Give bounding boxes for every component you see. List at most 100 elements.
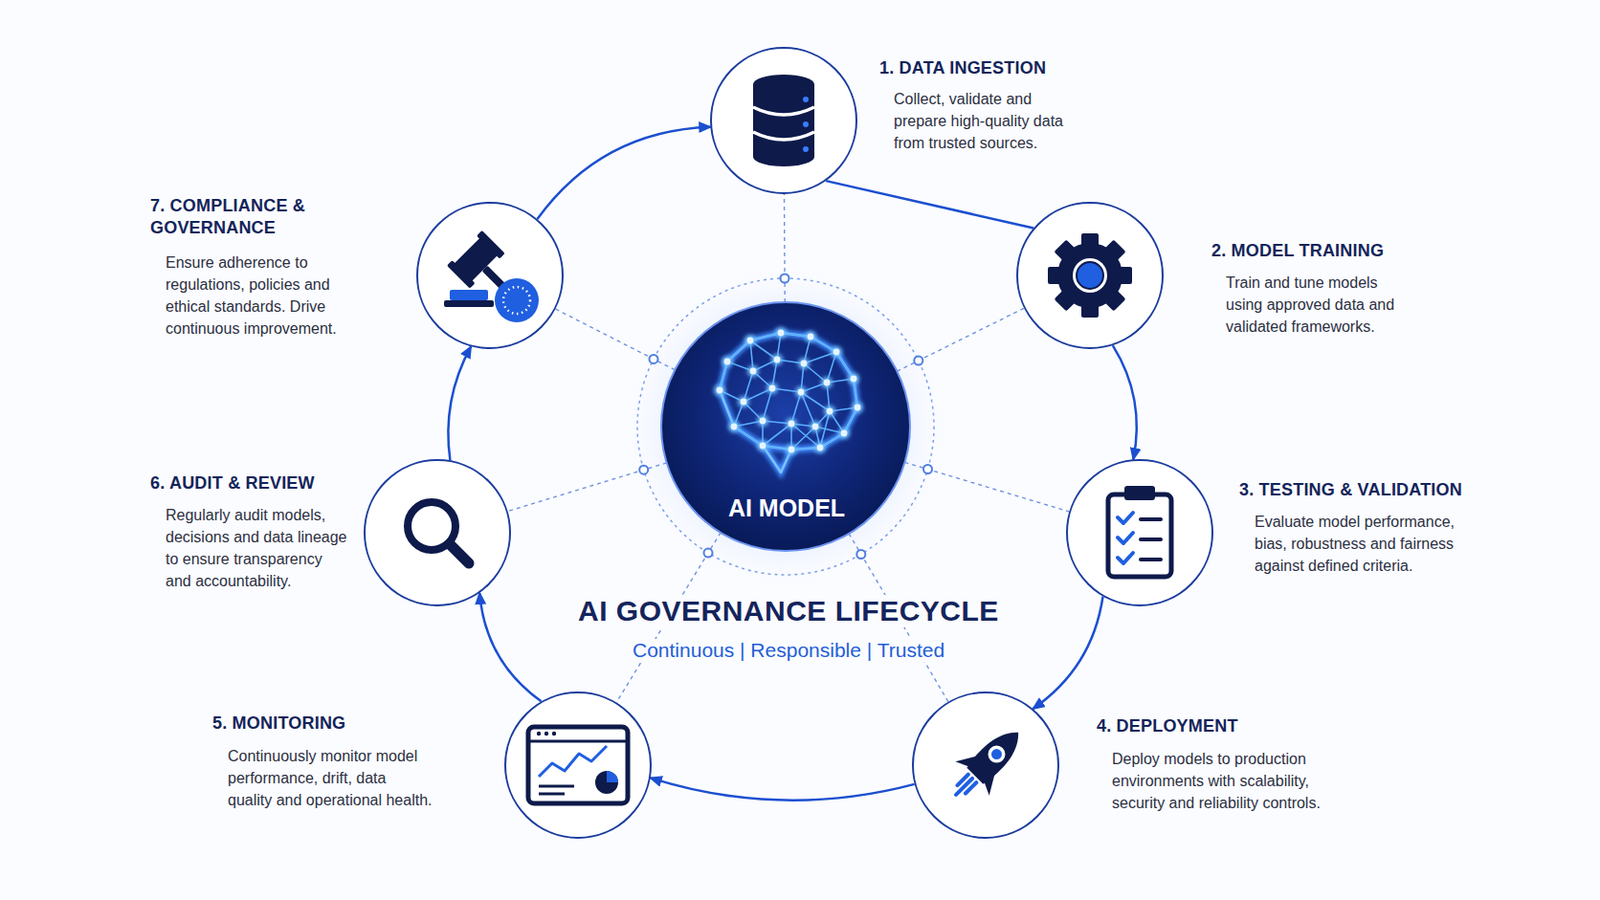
dashboard-icon (528, 727, 628, 804)
center-glow (618, 259, 954, 595)
brain-dot-glow (766, 382, 778, 395)
brain-dot (759, 418, 767, 425)
step-description: Train and tune models using approved dat… (1225, 271, 1413, 338)
dashed-link (555, 309, 676, 371)
cycle-arrow (479, 593, 541, 702)
magnifier-icon (407, 502, 469, 564)
clipboard-icon (1108, 486, 1172, 578)
brain-dot (854, 404, 862, 412)
dashed-link (508, 463, 667, 512)
brain-dot-glow (795, 386, 807, 399)
step-circle: 2. MODEL TRAININGTrain and tune models u… (1016, 201, 1164, 350)
brain-dot (800, 360, 808, 368)
brain-dot (798, 389, 805, 397)
brain-dot-glow (771, 354, 783, 366)
brain-dot-glow (785, 418, 798, 430)
core-label: AI MODEL (690, 493, 883, 523)
tagline: Continuous | Responsible | Trusted (626, 639, 951, 663)
brain-dot-glow (830, 346, 843, 358)
brain-dot (731, 423, 738, 431)
brain-dot (750, 368, 757, 376)
step-heading: 5. MONITORING (212, 712, 346, 735)
gear-icon (1047, 233, 1133, 318)
cycle-arrow (1112, 345, 1137, 460)
gavel-icon (444, 230, 539, 323)
step-circle: 1. DATA INGESTIONCollect, validate and p… (710, 46, 858, 195)
ring-dot (639, 466, 648, 475)
brain-dot-glow (737, 396, 750, 408)
brain-dot-glow (756, 440, 769, 452)
brain-dot (817, 444, 824, 452)
brain-dot-glow (847, 373, 860, 385)
brain-dot-glow (823, 405, 836, 418)
step-description: Deploy models to production environments… (1111, 748, 1328, 815)
brain-dot (812, 423, 820, 431)
center-disc (661, 302, 911, 552)
brain-dot (850, 376, 858, 383)
brain-dot-glow (804, 331, 817, 343)
database-icon (753, 74, 815, 167)
step-heading: 4. DEPLOYMENT (1096, 715, 1239, 738)
step-heading: 2. MODEL TRAINING (1211, 240, 1384, 263)
brain-dot-glow (785, 444, 798, 456)
brain-dot-glow (809, 421, 822, 433)
brain-glow (719, 333, 858, 473)
cycle-arrow (825, 180, 1034, 228)
brain-dot (788, 446, 796, 454)
brain-dot (769, 385, 777, 393)
brain-network (713, 327, 864, 473)
brain-dot (807, 333, 815, 341)
brain-dot-glow (747, 365, 759, 378)
step-description: Evaluate model performance, bias, robust… (1254, 511, 1466, 578)
dashed-link (905, 462, 1070, 512)
brain-dot-glow (814, 442, 826, 454)
brain-dot-glow (721, 355, 734, 368)
ring-dot (649, 355, 659, 364)
circle-fill (364, 47, 1213, 839)
brain-dot-glow (775, 327, 787, 339)
step-circle: 3. TESTING & VALIDATIONEvaluate model pe… (1066, 459, 1214, 607)
brain-dot (788, 421, 796, 428)
brain-dot-glow (838, 427, 850, 440)
ring-dot (704, 549, 713, 558)
brain-dot-glow (851, 401, 864, 414)
brain-dot (716, 387, 724, 395)
brain-dot-glow (756, 415, 769, 427)
ring-dot (923, 465, 933, 474)
brain-dot-glow (744, 334, 756, 347)
brain-dot-glow (728, 421, 740, 433)
brain-dot (774, 356, 781, 364)
step-description: Ensure adherence to regulations, policie… (165, 251, 357, 340)
brain-dot-glow (713, 384, 726, 397)
step-description: Collect, validate and prepare high-quali… (893, 88, 1067, 155)
dashed-link (896, 308, 1024, 372)
step-circle: 6. AUDIT & REVIEWRegularly audit models,… (363, 459, 512, 607)
cycle-arrow (1033, 597, 1104, 710)
ring-dot (913, 356, 923, 366)
ring-dot (856, 550, 866, 559)
cycle-arrow (650, 777, 915, 800)
step-circle: 4. DEPLOYMENTDeploy models to production… (911, 691, 1060, 840)
ring-dot (780, 274, 790, 284)
brain-dot (833, 349, 841, 356)
brain-dot (724, 358, 732, 366)
brain-dot (841, 430, 848, 438)
brain-dot-glow (798, 357, 810, 370)
step-description: Regularly audit models, decisions and da… (165, 504, 348, 593)
step-heading: 7. COMPLIANCE & GOVERNANCE (150, 195, 313, 240)
cycle-arrow (447, 346, 471, 461)
step-description: Continuously monitor model performance, … (227, 745, 434, 812)
brain-dot (823, 379, 831, 387)
brain-dot (747, 337, 755, 345)
diagram-title: AI GOVERNANCE LIFECYCLE (572, 595, 1005, 628)
dashed-ring (637, 278, 934, 576)
cycle-arrow (537, 127, 712, 220)
rocket-icon (938, 715, 1035, 812)
step-circle: 7. COMPLIANCE & GOVERNANCEEnsure adheren… (416, 201, 564, 350)
brain-dot (777, 330, 785, 337)
step-heading: 3. TESTING & VALIDATION (1239, 479, 1463, 502)
brain-outline (719, 333, 858, 473)
